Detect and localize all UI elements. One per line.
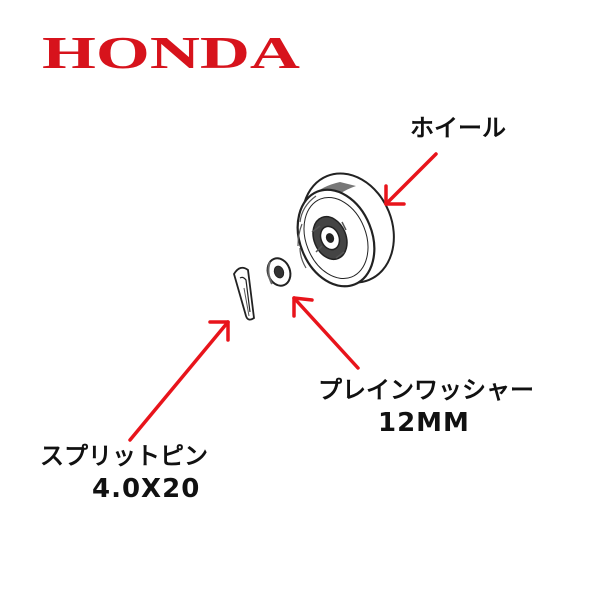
arrow-wheel — [384, 152, 438, 206]
split-pin-size: 4.0X20 — [92, 474, 201, 504]
wheel-label: ホイール — [410, 114, 506, 142]
arrow-washer — [292, 296, 360, 370]
honda-logo-text: HONDA — [42, 30, 300, 74]
split-pin-part — [233, 266, 255, 321]
plain-washer-size: 12MM — [378, 408, 470, 438]
split-pin-label: スプリットピン — [40, 442, 208, 470]
wheel-part — [296, 172, 395, 288]
plain-washer-part — [266, 257, 292, 287]
arrow-split-pin — [128, 320, 230, 442]
plain-washer-label: プレインワッシャー — [318, 376, 534, 404]
honda-logo: HONDA — [42, 30, 300, 74]
